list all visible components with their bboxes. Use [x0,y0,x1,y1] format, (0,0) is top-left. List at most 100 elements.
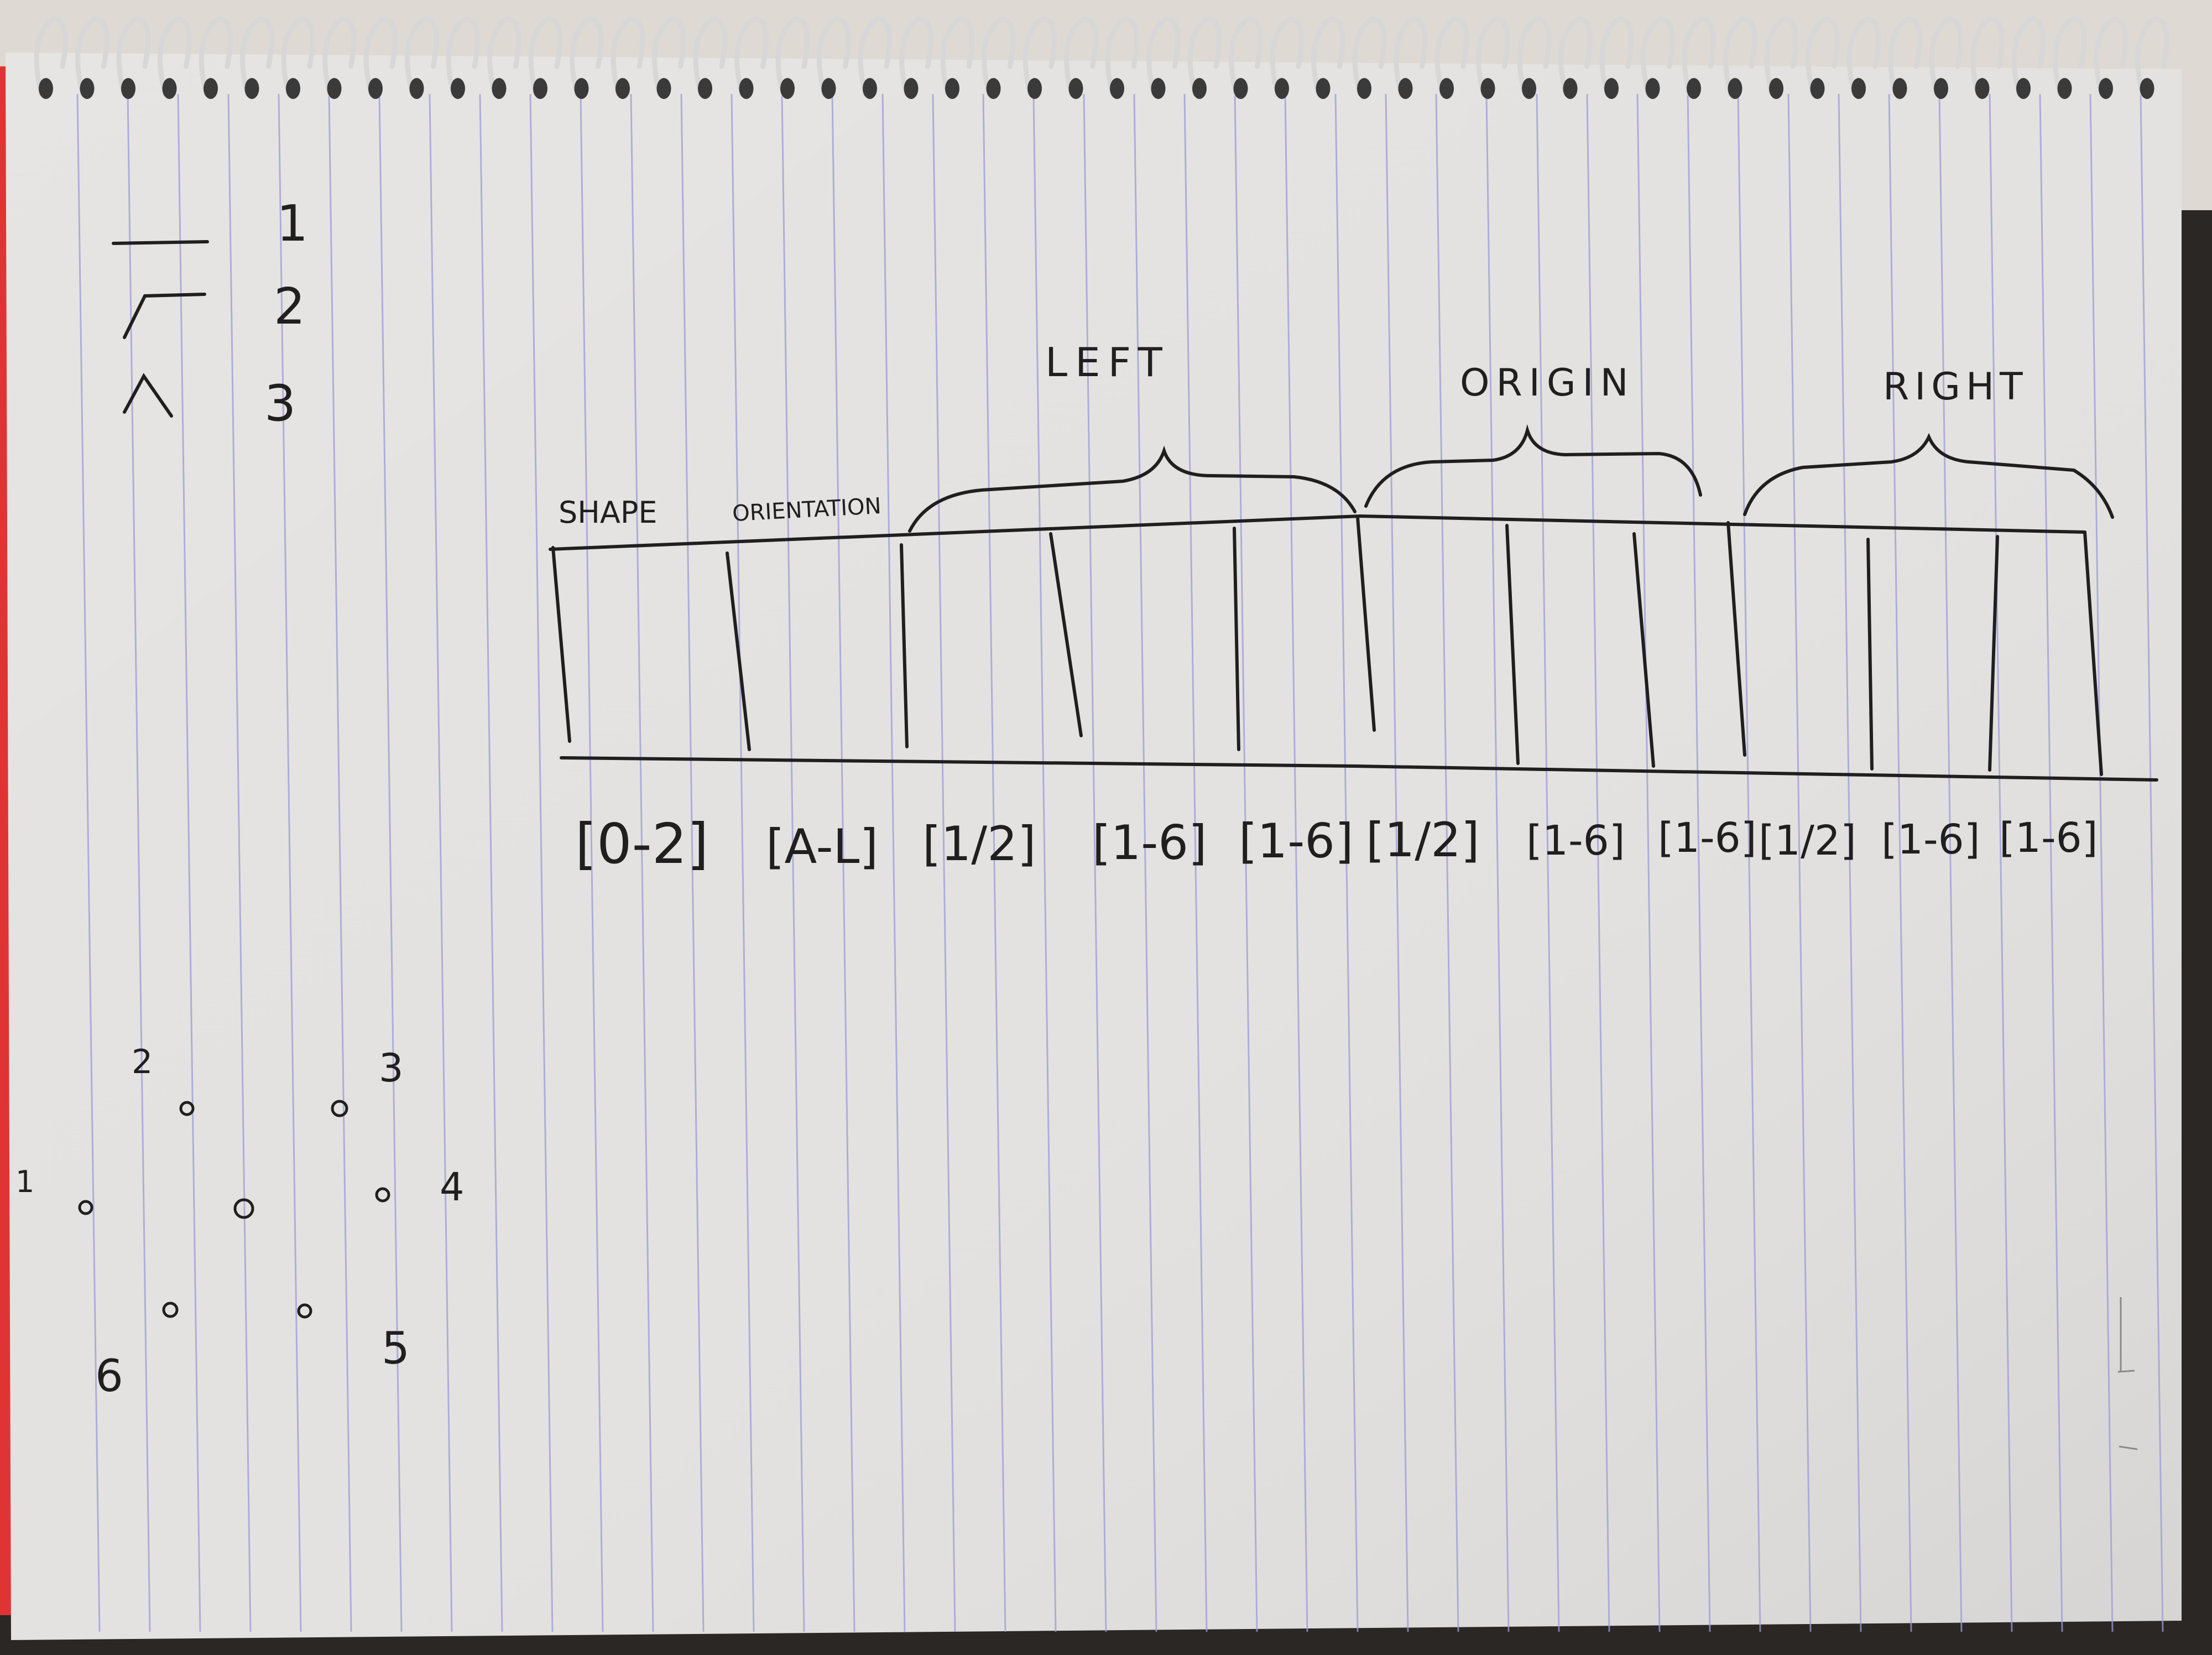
binding-hole [121,78,135,99]
node-label-1: 1 [15,1164,34,1199]
spiral-coil [1929,17,1963,97]
ruled-line [1787,93,1812,1632]
spiral-coil [570,17,604,97]
ruled-line [227,93,252,1632]
binding-hole [1068,78,1083,99]
spiral-coil [1352,17,1386,97]
binding-hole [162,78,177,99]
spiral-coil [1270,17,1304,97]
ruled-line [1032,93,1057,1632]
ruled-line [328,93,352,1632]
binding-hole [1522,78,1536,99]
binding-hole [2140,78,2154,99]
spiral-coil [199,17,233,97]
divider-10 [1988,535,1999,772]
range-label: [1/2] [1759,817,1856,865]
brace-origin [1364,424,1702,508]
ruled-lines [76,93,2164,1632]
spiral-coil [2094,17,2128,97]
binding-hole [1275,78,1289,99]
spiral-coil [158,17,192,97]
binding-hole [945,78,959,99]
ruled-line [1334,93,1359,1632]
brace-left [908,445,1357,533]
binding-hole [1687,78,1701,99]
spiral-coil [116,17,150,97]
corner-shape-glyph [123,293,206,339]
right-edge-marks [2117,1297,2138,1450]
divider-1 [726,551,751,751]
ruled-line [278,93,302,1632]
spiral-coil [34,17,68,97]
spiral-binding [34,17,2169,99]
binding-hole [1892,78,1907,99]
node-dot [162,1302,179,1318]
binding-hole [574,78,589,99]
binding-hole [1192,78,1207,99]
node-label-2: 2 [132,1043,153,1081]
binding-hole [863,78,877,99]
spiral-coil [1846,17,1881,97]
spiral-coil [652,17,686,97]
group-label-left: LEFT [1045,339,1170,386]
divider-3 [1049,532,1083,737]
binding-hole [1398,78,1413,99]
node-dot [331,1100,348,1117]
ruled-line [1737,93,1761,1632]
range-label: [1/2] [1366,813,1480,868]
binding-hole [286,78,300,99]
spiral-coil [1311,17,1345,97]
binding-hole [1480,78,1495,99]
spiral-coil [1723,17,1757,97]
ruled-line [177,93,201,1632]
spiral-coil [775,17,810,97]
divider-8 [1726,521,1746,757]
spiral-coil [322,17,357,97]
divider-7 [1632,532,1655,768]
group-label-origin: ORIGIN [1460,361,1635,405]
divider-9 [1866,538,1874,771]
ruled-line [881,93,906,1632]
spiral-coil [1806,17,1840,97]
caret-shape-glyph [123,373,173,418]
ruled-line [1536,93,1560,1632]
range-label: [1-6] [1658,814,1757,862]
binding-hole [656,78,671,99]
spiral-coil [281,17,315,97]
binding-hole [1604,78,1619,99]
spiral-coil [734,17,769,97]
divider-5 [1356,516,1376,732]
ruled-line [1083,93,1107,1632]
spiral-coil [1064,17,1098,97]
legend-number-1: 1 [276,195,308,253]
ruled-line [529,93,554,1632]
shape-legend [112,240,209,418]
node-dot [375,1187,390,1203]
binding-hole [986,78,1001,99]
binding-hole [1975,78,1990,99]
ruled-line [1636,93,1661,1632]
node-label-4: 4 [440,1164,465,1210]
ruled-line [731,93,755,1632]
spiral-coil [2053,17,2087,97]
node-label-3: 3 [379,1045,404,1091]
horizontal-line-glyph [112,240,209,245]
spiral-coil [1764,17,1798,97]
range-label: [0-2] [575,811,708,876]
binding-hole [1110,78,1124,99]
node-dot [179,1101,195,1116]
binding-hole [1316,78,1331,99]
binding-hole [533,78,547,99]
group-braces [908,424,2114,533]
binding-hole [2099,78,2113,99]
binding-hole [1728,78,1743,99]
binding-hole [1439,78,1454,99]
ruled-line [1435,93,1459,1632]
ruled-line [76,93,101,1632]
binding-hole [204,78,218,99]
ruled-line [831,93,855,1632]
node-dot-center [233,1198,254,1219]
ruled-line [932,93,956,1632]
spiral-coil [1641,17,1675,97]
